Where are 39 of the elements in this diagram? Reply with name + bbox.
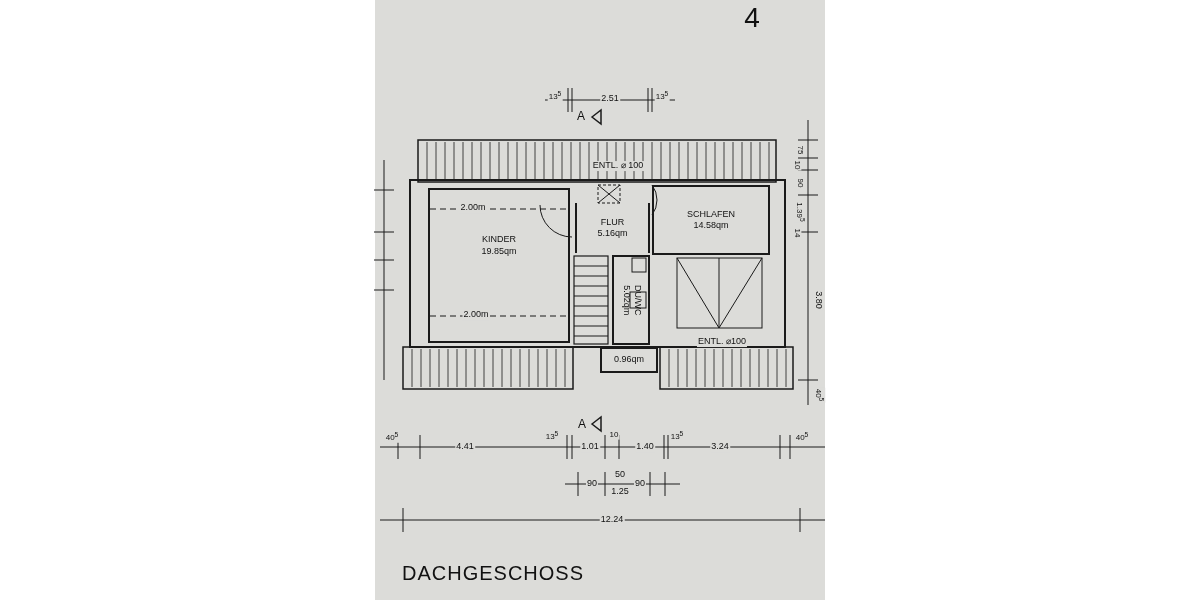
room-name: 0.96qm (614, 354, 644, 366)
dimension-label: 14 (792, 227, 802, 239)
room (600, 347, 658, 373)
dimension-label: 10 (792, 159, 802, 171)
room (652, 185, 770, 255)
page-number: 4 (743, 2, 761, 34)
room-area: 5.16qm (597, 228, 628, 240)
dimension-label: 40$^{5}$ (384, 430, 400, 444)
dimension-label: 3.24 (710, 442, 730, 452)
room-name: DU/WC (631, 284, 643, 316)
dimension-label: 12.24 (599, 515, 625, 525)
dimension-label: 90 (634, 479, 646, 489)
dimension-label: ENTL. ⌀100 (697, 337, 747, 347)
dimension-label: 3.80 (813, 290, 823, 310)
dimension-label: 13$^{5}$ (547, 89, 563, 103)
room (428, 188, 570, 343)
dimension-label: 2.00m (462, 310, 490, 320)
dimension-label: 13$^{5}$ (654, 89, 670, 103)
room (612, 255, 650, 345)
dimension-label: 90 (795, 177, 805, 189)
dimension-label: 2.51 (600, 94, 620, 104)
room-area: 5.02qm (619, 285, 631, 315)
room-name: FLUR (600, 216, 625, 228)
dimension-label: 2.00m (459, 203, 487, 213)
plan-title: DACHGESCHOSS (402, 562, 585, 585)
room-name: KINDER (482, 234, 516, 246)
dimension-label: 50 (614, 470, 626, 480)
room (575, 203, 650, 253)
dimension-label: 75 (795, 144, 805, 156)
room-name: SCHLAFEN (687, 208, 735, 220)
room-area: 19.85qm (481, 245, 517, 257)
dimension-label: 1.25 (610, 487, 630, 497)
dimension-label: 1.01 (580, 442, 600, 452)
dimension-label: 4.41 (455, 442, 475, 452)
dimension-label: 90 (586, 479, 598, 489)
dimension-label: 1.40 (635, 442, 655, 452)
dimension-label: ENTL. ⌀ 100 (591, 161, 645, 171)
dimension-label: 10 (608, 430, 620, 440)
room-area: 14.58qm (693, 220, 729, 232)
